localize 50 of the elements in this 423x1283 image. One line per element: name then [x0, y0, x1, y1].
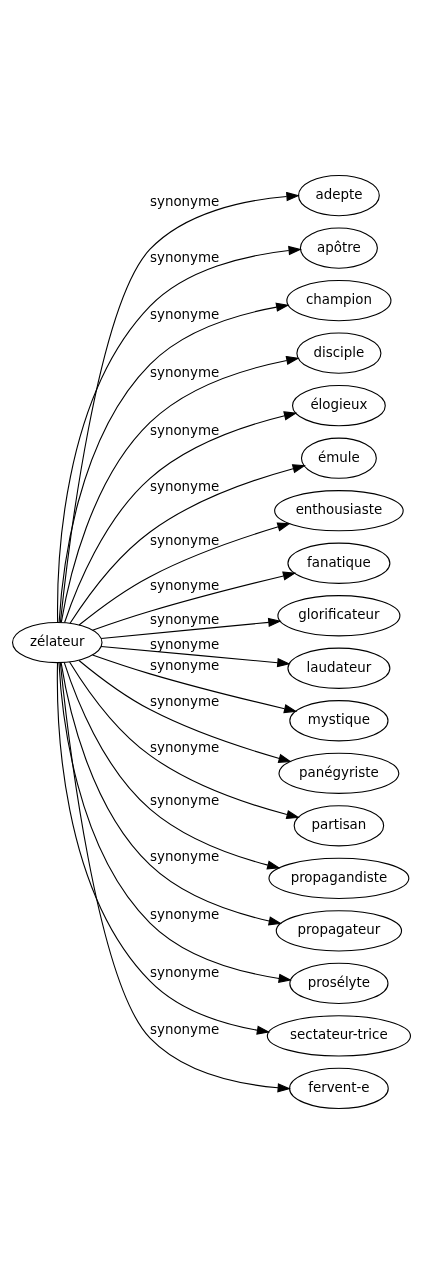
- arrow: [63, 661, 281, 870]
- node-ellipse: laudateur: [287, 647, 391, 689]
- node-ellipse: propagateur: [275, 909, 403, 952]
- edge-label: synonyme: [150, 636, 220, 652]
- arrow: [100, 645, 291, 667]
- edge-label: synonyme: [150, 193, 220, 209]
- arrow: [58, 661, 292, 983]
- arrow: [100, 617, 282, 639]
- node-ellipse: émule: [300, 437, 377, 479]
- edge-label: synonyme: [150, 848, 220, 864]
- edge-label: synonyme: [150, 249, 220, 265]
- node-ellipse: prosélyte: [289, 962, 389, 1004]
- node-ellipse: fervent-e: [289, 1067, 389, 1109]
- edge-label: synonyme: [150, 964, 220, 980]
- arrow: [78, 659, 292, 763]
- edge-label: synonyme: [150, 577, 220, 593]
- arrow: [92, 653, 298, 713]
- node-ellipse: partisan: [293, 804, 385, 846]
- edge-label: synonyme: [150, 611, 220, 627]
- edge-label: synonyme: [150, 906, 220, 922]
- node-ellipse: apôtre: [299, 226, 378, 269]
- node-ellipse: sectateur-trice: [266, 1014, 412, 1057]
- arrow: [58, 302, 290, 623]
- edge-label: synonyme: [150, 1021, 220, 1037]
- arrow: [60, 355, 300, 623]
- edge-label: synonyme: [150, 478, 220, 494]
- edge-label: synonyme: [150, 693, 220, 709]
- node-ellipse: champion: [286, 279, 392, 321]
- edge-label: synonyme: [150, 364, 220, 380]
- arrow: [56, 661, 271, 1035]
- node-ellipse: élogieux: [292, 384, 386, 426]
- node-ellipse: fanatique: [287, 542, 391, 584]
- arrow: [60, 661, 283, 926]
- edge-label: synonyme: [150, 532, 220, 548]
- node-ellipse: glorificateur: [277, 594, 401, 636]
- arrow: [92, 570, 297, 631]
- edge-label: synonyme: [150, 657, 220, 673]
- node-ellipse: disciple: [296, 331, 382, 374]
- edge-label: synonyme: [150, 422, 220, 438]
- arrow: [69, 660, 300, 819]
- node-ellipse: zélateur: [11, 621, 103, 663]
- arrow: [78, 521, 291, 626]
- edge-label: synonyme: [150, 739, 220, 755]
- arrow: [64, 410, 298, 623]
- node-ellipse: adepte: [297, 174, 380, 216]
- arrow: [59, 661, 291, 1092]
- arrow: [69, 463, 306, 624]
- node-ellipse: mystique: [289, 699, 389, 741]
- edge-label: synonyme: [150, 306, 220, 322]
- edge-label: synonyme: [150, 792, 220, 808]
